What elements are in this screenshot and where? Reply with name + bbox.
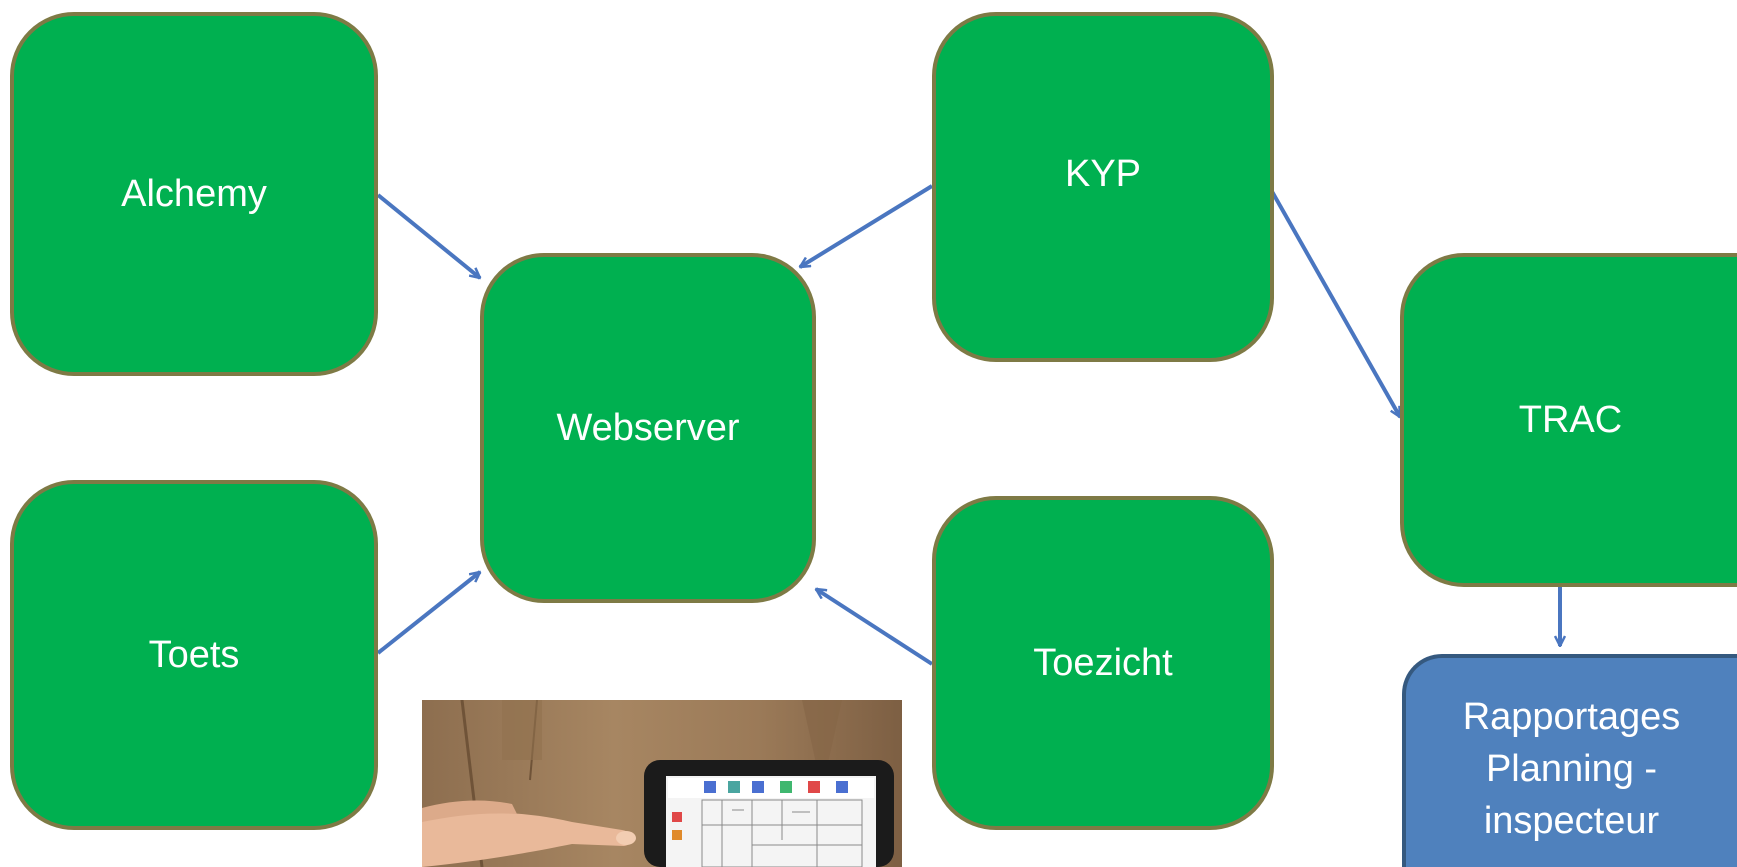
clock-icon [836,781,848,793]
toilet-icon [728,781,740,793]
toezicht-label: Toezicht [1033,642,1173,684]
floor-plan [701,799,863,867]
kyp-node: KYP [932,12,1274,362]
trac-label: TRAC [1518,399,1623,441]
pointing-hand [422,800,636,867]
fire-icon [808,781,820,793]
person-icon [704,781,716,793]
kyp-label: KYP [1064,153,1142,195]
arrow-kyp-to-webserver [800,184,934,269]
arrow-toezicht-to-webserver [816,587,934,666]
rapportages-label: Rapportages Planning - inspecteur [1462,695,1681,842]
tablet-device [644,760,894,867]
door-icon [752,781,764,793]
arrow-toets-to-webserver [376,572,480,655]
webserver-node: Webserver [480,253,816,603]
toets-label: Toets [148,634,240,676]
arrow-kyp-to-trac [1268,187,1402,417]
rapportages-node: Rapportages Planning - inspecteur [1402,654,1737,867]
toezicht-node: Toezicht [932,496,1274,830]
photo-person-with-tablet [422,700,902,867]
webserver-label: Webserver [556,407,740,449]
trac-node: TRAC [1400,253,1737,587]
arrow-alchemy-to-webserver [376,193,480,278]
info-icon [780,781,792,793]
alchemy-node: Alchemy [10,12,378,376]
alchemy-label: Alchemy [121,173,267,215]
toets-node: Toets [10,480,378,830]
